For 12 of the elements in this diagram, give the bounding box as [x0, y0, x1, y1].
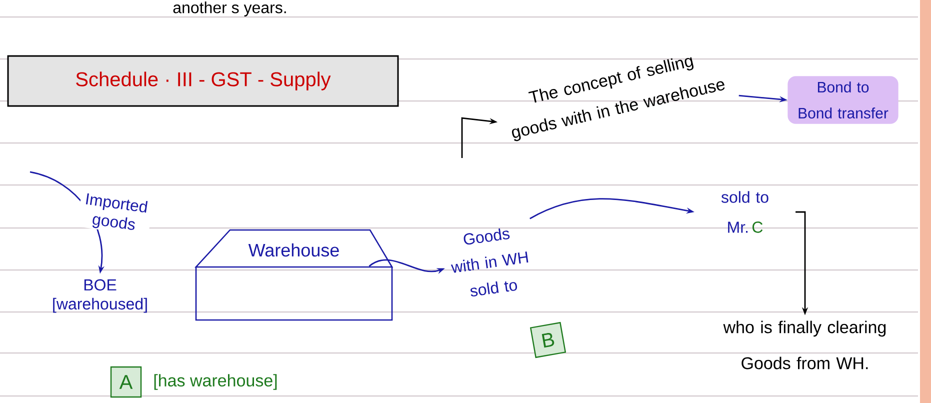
note-text: [has warehouse]: [154, 374, 277, 390]
edge-label: Imported goods: [76, 190, 154, 236]
title-box: Schedule · III - GST - Supply: [7, 55, 399, 107]
highlighted-text: Bond to Bond transfer: [788, 76, 898, 124]
note-text: another s years.: [173, 2, 286, 16]
note-text: The concept of selling goods with in the warehouse: [512, 57, 725, 142]
letter-box: A: [110, 366, 142, 398]
note-text: Goods with in WH sold to: [450, 228, 528, 296]
note-text: who is finally clearing Goods from WH.: [723, 320, 886, 370]
note-text: sold to Mr. C: [721, 191, 768, 233]
note-text: BOE [warehoused]: [53, 279, 147, 313]
warehouse-label: Warehouse: [248, 243, 339, 257]
